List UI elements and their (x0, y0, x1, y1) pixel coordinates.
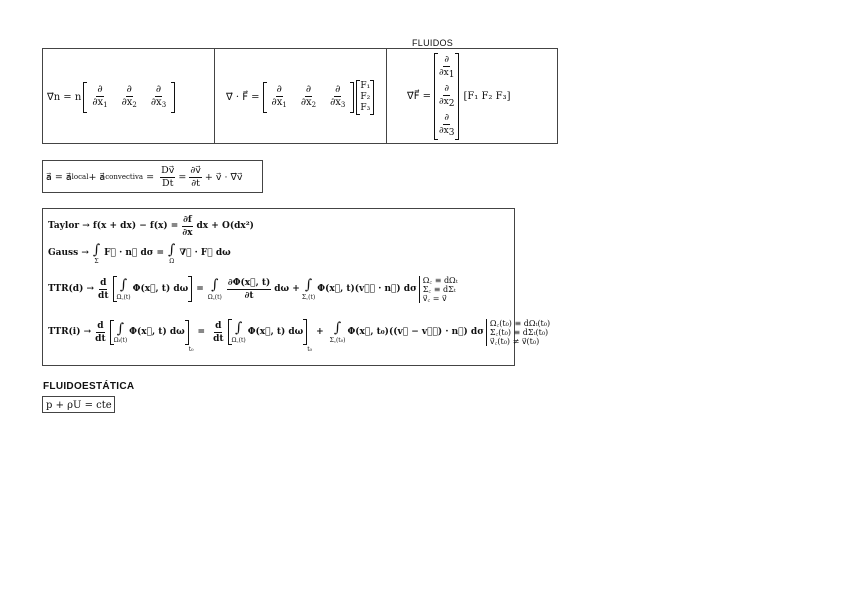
divergence-row: ∂∂x1 ∂∂x2 ∂∂x3 (262, 81, 355, 113)
gradient-n-lhs: ∇⃗n = n (47, 91, 82, 103)
bernoulli-formula: p + ρU = cte (46, 399, 112, 411)
gauss-formula: Gauss → ∫Σ F⃗ · n⃗ dσ = ∫Ω ∇⃗ · F⃗ dω (48, 241, 231, 265)
gradient-f-row: [F₁ F₂ F₃] (463, 90, 511, 102)
gradient-f-formula: ∇⃗F⃗ = ∂∂x1 ∂∂x2 ∂∂x3 [F₁ F₂ F₃] (407, 51, 510, 141)
gradient-n-formula: ∇⃗n = n ∂∂x1 ∂∂x2 ∂∂x3 (47, 79, 176, 115)
divergence-formula: ∇⃗ · F⃗ = ∂∂x1 ∂∂x2 ∂∂x3 F₁ F₂ F₃ (226, 77, 375, 117)
gradient-f-lhs: ∇⃗F⃗ = (407, 90, 431, 102)
acceleration-box: a⃗ = a⃗local + a⃗convectiva = Dv⃗Dt = ∂v… (42, 160, 263, 193)
theorems-box: Taylor → f(x + dx) − f(x) = ∂f∂x dx + O(… (42, 208, 550, 366)
operators-box: ∇⃗n = n ∂∂x1 ∂∂x2 ∂∂x3 ∇⃗ · F⃗ = ∂∂x1 ∂∂… (42, 48, 558, 144)
ttr-d-conditions: Ω꜀ ≡ dΩₜ Σ꜀ ≡ dΣₜ v⃗꜀ = v⃗ (418, 275, 458, 303)
section-heading-fluidos: FLUIDOS (412, 38, 454, 48)
bernoulli-box: p + ρU = cte (42, 396, 115, 413)
acceleration-formula: a⃗ = a⃗local + a⃗convectiva = Dv⃗Dt = ∂v… (46, 164, 243, 189)
gradient-f-column: ∂∂x1 ∂∂x2 ∂∂x3 (434, 52, 460, 140)
divergence-lhs: ∇⃗ · F⃗ = (226, 91, 260, 103)
section-heading-fluidoestatica: FLUIDOESTÁTICA (43, 381, 135, 392)
divergence-vector: F₁ F₂ F₃ (356, 79, 375, 115)
gradient-n-row: ∂∂x1 ∂∂x2 ∂∂x3 (83, 81, 176, 113)
ttr-i-conditions: Ω꜀(t₀) ≡ dΩₜ(t₀) Σ꜀(t₀) ≡ dΣₜ(t₀) v⃗꜀(t₀… (485, 318, 550, 346)
taylor-formula: Taylor → f(x + dx) − f(x) = ∂f∂x dx + O(… (48, 214, 254, 238)
